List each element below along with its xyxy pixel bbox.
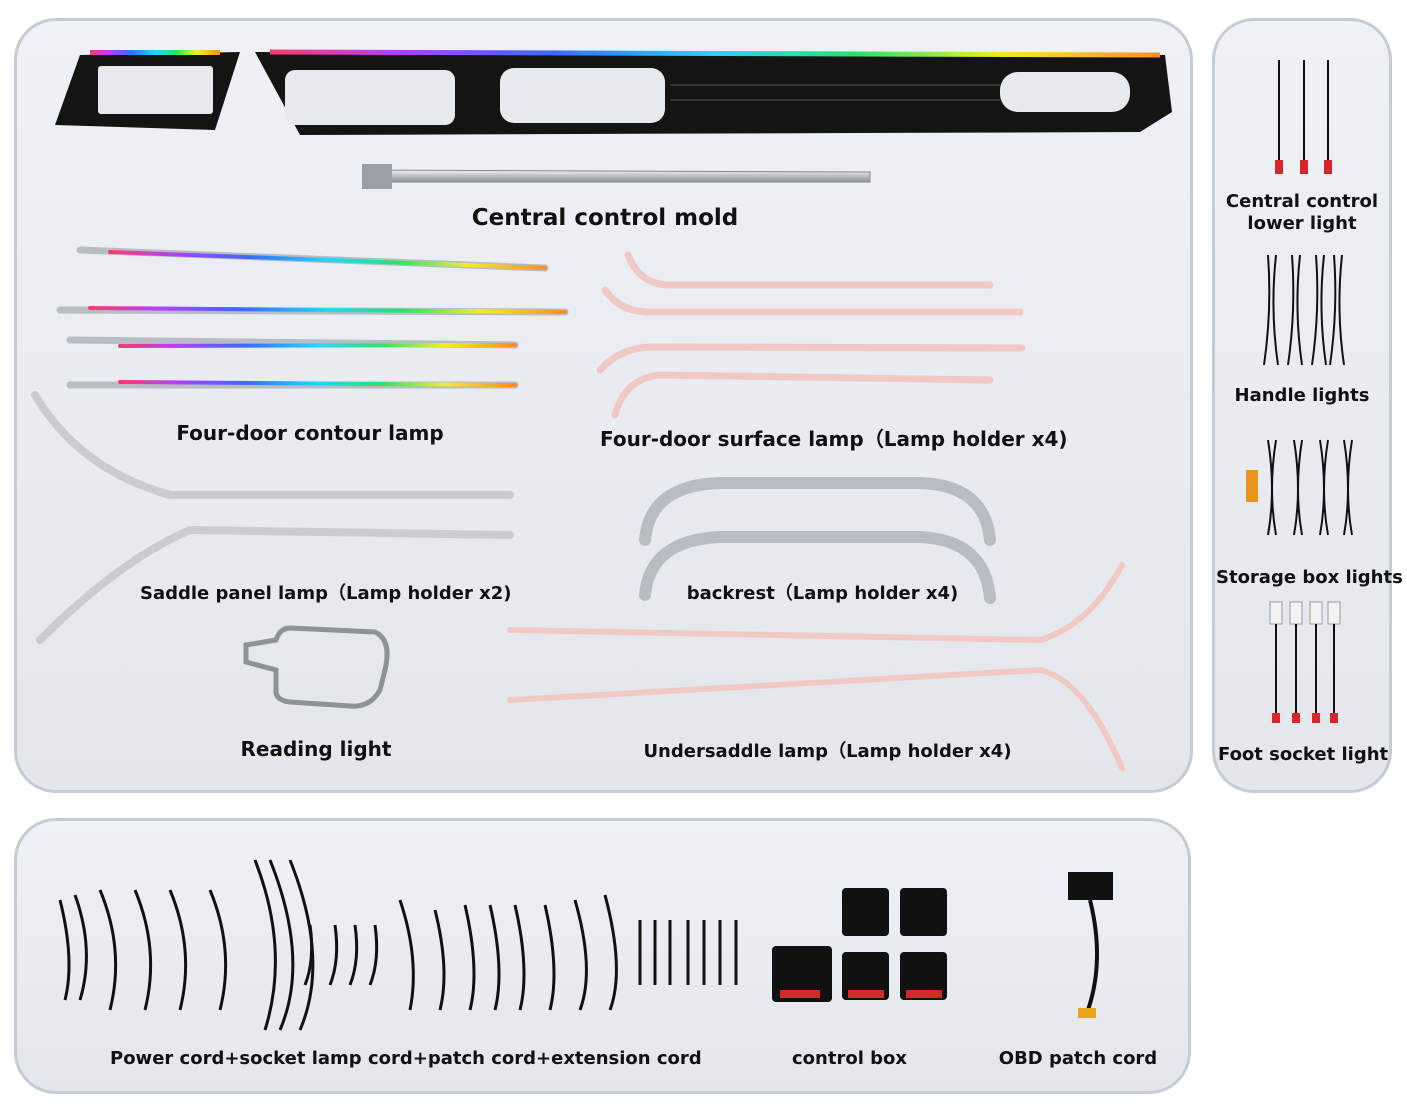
central-control-mold-image (55, 49, 1172, 189)
cords-image (58, 859, 738, 1031)
handle-lights-label: Handle lights (1234, 385, 1370, 406)
foot-socket-light-label: Foot socket light (1218, 744, 1389, 765)
saddle-panel-lamp-image (31, 391, 514, 644)
undersaddle-lamp-image (507, 562, 1125, 771)
backrest-image (639, 477, 996, 604)
control-box-label: control box (792, 1048, 907, 1069)
undersaddle-lamp-label: Undersaddle lamp（Lamp holder x4) (643, 741, 1012, 762)
four-door-surface-lamp-image (596, 251, 1026, 419)
saddle-panel-lamp-label: Saddle panel lamp（Lamp holder x2) (140, 583, 512, 604)
foot-socket-light-image (1269, 601, 1341, 723)
backrest-label: backrest（Lamp holder x4) (686, 583, 959, 604)
storage-box-lights-image (1246, 439, 1353, 536)
reading-light-label: Reading light (240, 737, 392, 761)
central-control-lower-light-label-line2: lower light (1247, 213, 1357, 234)
bottom-product-panel (14, 818, 1191, 1094)
obd-patch-cord-image (1068, 872, 1113, 1018)
central-control-lower-light-image (1275, 60, 1332, 174)
control-box-image (772, 888, 947, 1002)
side-product-panel (1212, 18, 1392, 793)
four-door-contour-lamp-image (56, 246, 569, 389)
cords-label: Power cord+socket lamp cord+patch cord+e… (110, 1048, 702, 1069)
obd-patch-cord-label: OBD patch cord (998, 1048, 1158, 1069)
reading-light-image (243, 625, 390, 709)
storage-box-lights-label: Storage box lights (1216, 567, 1403, 588)
main-product-panel (14, 18, 1193, 793)
four-door-contour-lamp-label: Four-door contour lamp (176, 421, 444, 445)
central-control-lower-light-label-line1: Central control (1225, 191, 1379, 212)
four-door-surface-lamp-label: Four-door surface lamp（Lamp holder x4) (600, 427, 1068, 451)
handle-lights-image (1263, 254, 1345, 366)
central-control-mold-label: Central control mold (471, 205, 739, 231)
